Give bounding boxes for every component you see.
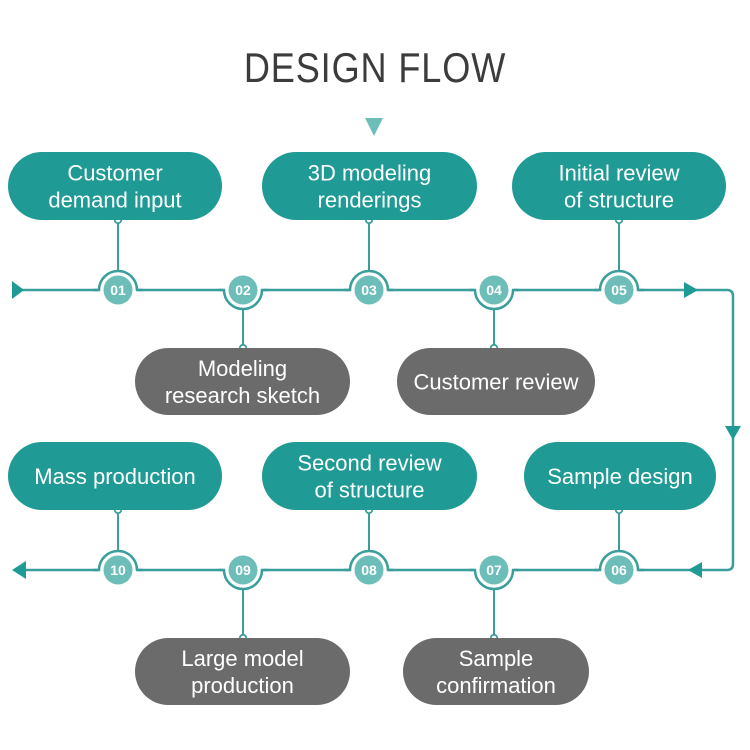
step-node-03: 03 bbox=[344, 269, 394, 310]
node-ring bbox=[594, 549, 644, 572]
step-number: 07 bbox=[486, 562, 502, 578]
node-circle bbox=[228, 275, 258, 305]
step-node-02: 02 bbox=[218, 270, 268, 311]
step-box-shape bbox=[135, 348, 350, 415]
step-label: Initial review bbox=[558, 161, 679, 186]
step-label: production bbox=[191, 673, 294, 698]
left-arrow-icon bbox=[688, 562, 702, 578]
step-number: 09 bbox=[235, 562, 251, 578]
step-number: 08 bbox=[361, 562, 377, 578]
node-ring bbox=[469, 568, 519, 591]
node-ring bbox=[344, 549, 394, 572]
step-label: Customer bbox=[67, 161, 162, 186]
node-ring bbox=[93, 549, 143, 572]
step-node-06: 06 bbox=[594, 549, 644, 590]
step-node-01: 01 bbox=[93, 269, 143, 310]
step-node-04: 04 bbox=[469, 270, 519, 311]
node-circle bbox=[103, 275, 133, 305]
step-node-09: 09 bbox=[218, 550, 268, 591]
step-box-shape bbox=[262, 442, 477, 510]
step-box-shape bbox=[262, 152, 477, 220]
node-circle bbox=[604, 555, 634, 585]
step-box-10[interactable]: Mass production bbox=[8, 442, 222, 510]
step-box-04[interactable]: Customer review bbox=[397, 348, 595, 415]
step-number: 10 bbox=[110, 562, 126, 578]
step-number: 05 bbox=[611, 282, 627, 298]
node-circle bbox=[479, 275, 509, 305]
step-label: Large model bbox=[181, 646, 303, 671]
step-label: confirmation bbox=[436, 673, 556, 698]
step-label: of structure bbox=[314, 478, 424, 503]
node-circle bbox=[228, 555, 258, 585]
node-ring bbox=[594, 269, 644, 292]
node-ring bbox=[218, 288, 268, 311]
step-number: 06 bbox=[611, 562, 627, 578]
step-box-shape bbox=[8, 152, 222, 220]
step-nodes: 01 02 03 04 05 06 07 08 09 10 bbox=[93, 269, 644, 591]
diagram-title: DESIGN FLOW bbox=[243, 44, 507, 91]
loop-connector bbox=[688, 288, 735, 572]
node-circle bbox=[354, 555, 384, 585]
step-box-06[interactable]: Sample design bbox=[524, 442, 716, 510]
node-ring bbox=[218, 568, 268, 591]
node-circle bbox=[604, 275, 634, 305]
node-ring bbox=[469, 288, 519, 311]
step-box-shape bbox=[397, 348, 595, 415]
step-label: Second review bbox=[297, 451, 441, 476]
right-arrow-icon bbox=[684, 282, 698, 298]
step-node-08: 08 bbox=[344, 549, 394, 590]
step-node-05: 05 bbox=[594, 269, 644, 310]
node-ring bbox=[93, 269, 143, 292]
step-label: Sample design bbox=[547, 464, 693, 489]
step-label: Customer review bbox=[413, 370, 578, 395]
node-circle bbox=[354, 275, 384, 305]
step-box-shape bbox=[135, 638, 350, 705]
step-label: of structure bbox=[564, 188, 674, 213]
step-number: 03 bbox=[361, 282, 377, 298]
step-label: research sketch bbox=[165, 383, 320, 408]
step-node-10: 10 bbox=[93, 549, 143, 590]
step-number: 02 bbox=[235, 282, 251, 298]
step-box-shape bbox=[512, 152, 726, 220]
node-ring bbox=[344, 269, 394, 292]
step-label: Mass production bbox=[34, 464, 195, 489]
down-arrow-icon bbox=[365, 118, 383, 136]
down-arrow-icon bbox=[725, 426, 741, 440]
step-box-shape bbox=[403, 638, 589, 705]
node-circle bbox=[479, 555, 509, 585]
start-arrow-icon bbox=[12, 281, 24, 299]
step-label: Sample bbox=[459, 646, 534, 671]
end-arrow-icon bbox=[12, 561, 26, 579]
step-number: 04 bbox=[486, 282, 502, 298]
step-node-07: 07 bbox=[469, 550, 519, 591]
step-box-shape bbox=[524, 442, 716, 510]
step-label: 3D modeling bbox=[308, 161, 432, 186]
step-label: Modeling bbox=[198, 356, 287, 381]
node-circle bbox=[103, 555, 133, 585]
step-number: 01 bbox=[110, 282, 126, 298]
step-label: demand input bbox=[48, 188, 181, 213]
step-label: renderings bbox=[318, 188, 422, 213]
step-box-shape bbox=[8, 442, 222, 510]
